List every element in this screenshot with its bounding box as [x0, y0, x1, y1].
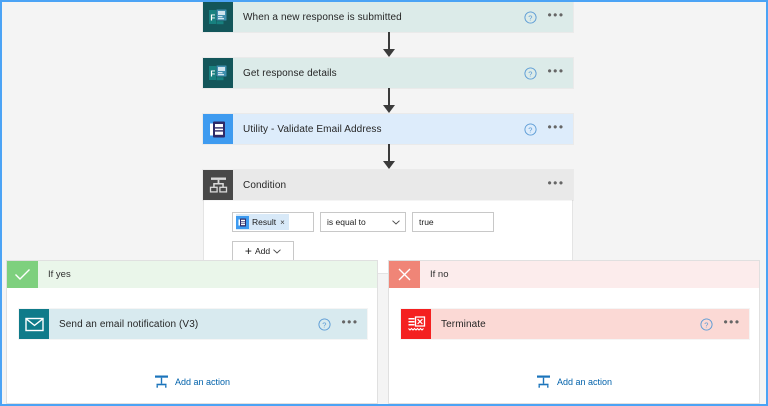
condition-value-input[interactable]: true — [412, 212, 494, 232]
svg-text:F: F — [210, 70, 215, 79]
flow-action-title: Send an email notification (V3) — [59, 318, 199, 330]
overflow-menu-icon[interactable]: ••• — [547, 119, 565, 134]
help-icon[interactable]: ? — [315, 315, 333, 333]
branch-header-if-no: If no — [389, 261, 759, 288]
branch-if-no: If no Terminate — [388, 260, 760, 404]
connector-arrow — [203, 32, 573, 58]
condition-left-operand[interactable]: Result × — [232, 212, 314, 232]
remove-token-icon[interactable]: × — [280, 217, 285, 227]
flow-step-title: Get response details — [243, 67, 337, 79]
svg-text:?: ? — [528, 125, 532, 134]
connector-arrowhead — [383, 161, 395, 169]
add-button-label: Add — [254, 246, 271, 256]
chevron-down-icon — [273, 248, 281, 254]
branch-if-yes: If yes Send an email notification (V3) ? — [6, 260, 378, 404]
condition-branch-icon — [203, 170, 233, 200]
connector-arrowhead — [383, 105, 395, 113]
chevron-down-icon — [392, 219, 400, 225]
connector-stem — [388, 32, 390, 51]
connector-stem — [388, 88, 390, 107]
help-icon[interactable]: ? — [521, 64, 539, 82]
branch-header-if-yes: If yes — [7, 261, 377, 288]
svg-text:?: ? — [704, 320, 708, 329]
mail-icon — [19, 309, 49, 339]
connector-arrowhead — [383, 49, 395, 57]
check-icon — [7, 261, 38, 288]
flow-step-validate-email-address[interactable]: Utility - Validate Email Address ? ••• — [203, 114, 573, 144]
overflow-menu-icon[interactable]: ••• — [723, 314, 741, 329]
svg-text:F: F — [210, 14, 215, 23]
svg-text:?: ? — [528, 69, 532, 78]
help-icon[interactable]: ? — [521, 8, 539, 26]
plus-icon: + — [244, 244, 252, 258]
flow-action-terminate[interactable]: Terminate ? ••• — [401, 309, 749, 339]
overflow-menu-icon[interactable]: ••• — [341, 314, 359, 329]
flow-step-trigger-forms[interactable]: F When a new response is submitted ? ••• — [203, 2, 573, 32]
add-action-icon — [154, 374, 169, 389]
branch-action-wrapper: Send an email notification (V3) ? ••• — [19, 309, 367, 339]
svg-text:?: ? — [322, 320, 326, 329]
condition-operator-select[interactable]: is equal to — [320, 212, 406, 232]
flow-step-title: Condition — [243, 179, 287, 191]
condition-add-button[interactable]: + Add — [232, 241, 294, 261]
flow-action-title: Terminate — [441, 318, 486, 330]
branch-label: If yes — [48, 269, 71, 280]
microsoft-forms-icon: F — [203, 2, 233, 32]
terminate-icon — [401, 309, 431, 339]
utility-validate-icon — [236, 215, 249, 229]
add-action-icon — [536, 374, 551, 389]
token-label: Result — [252, 217, 277, 227]
svg-text:?: ? — [528, 13, 532, 22]
overflow-menu-icon[interactable]: ••• — [547, 63, 565, 78]
operator-value: is equal to — [327, 217, 366, 227]
connector-arrow — [203, 144, 573, 170]
branch-action-wrapper: Terminate ? ••• — [401, 309, 749, 339]
add-action-button-if-yes[interactable]: Add an action — [7, 374, 377, 389]
branch-label: If no — [430, 269, 449, 280]
flow-step-condition[interactable]: Condition ••• — [203, 170, 573, 200]
dynamic-content-token[interactable]: Result × — [236, 214, 289, 230]
connector-arrow — [203, 88, 573, 114]
condition-expression-row: Result × is equal to true — [232, 212, 572, 232]
close-icon — [389, 261, 420, 288]
flow-step-title: Utility - Validate Email Address — [243, 123, 382, 135]
overflow-menu-icon[interactable]: ••• — [547, 7, 565, 22]
utility-validate-icon — [203, 114, 233, 144]
flow-step-title: When a new response is submitted — [243, 11, 402, 23]
add-action-label: Add an action — [174, 376, 231, 387]
help-icon[interactable]: ? — [521, 120, 539, 138]
add-action-button-if-no[interactable]: Add an action — [389, 374, 759, 389]
overflow-menu-icon[interactable]: ••• — [547, 175, 565, 190]
microsoft-forms-icon: F — [203, 58, 233, 88]
add-action-label: Add an action — [556, 376, 613, 387]
help-icon[interactable]: ? — [697, 315, 715, 333]
flow-main-column: F When a new response is submitted ? ••• — [203, 2, 573, 274]
flow-step-get-response-details[interactable]: F Get response details ? ••• — [203, 58, 573, 88]
connector-stem — [388, 144, 390, 163]
flow-action-send-email[interactable]: Send an email notification (V3) ? ••• — [19, 309, 367, 339]
